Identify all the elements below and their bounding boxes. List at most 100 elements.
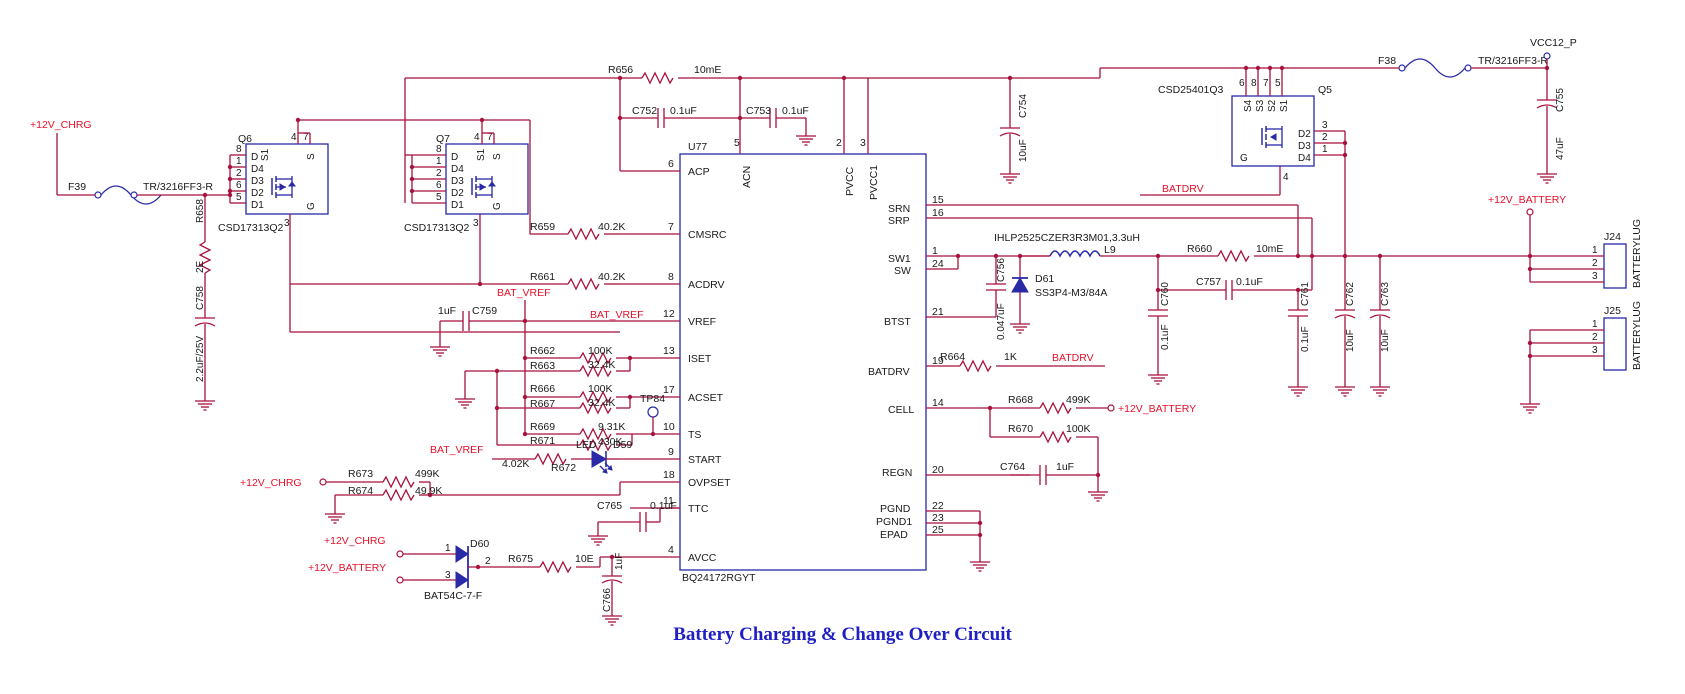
q6-pinnum-8: 8 xyxy=(236,144,242,155)
pin-acn: ACN xyxy=(741,166,753,188)
pin-acp: ACP xyxy=(688,166,710,178)
net-v12-battery-1: +12V_BATTERY xyxy=(308,562,386,574)
q7-ref: Q7 xyxy=(436,133,450,145)
r669-ref: R669 xyxy=(530,421,555,433)
start-led: BAT_VREF 4.02K R672 LED D59 xyxy=(430,439,632,474)
r658-value: 2E xyxy=(195,260,206,273)
r671-value: 430K xyxy=(598,436,623,448)
q5-pin-s2: S2 xyxy=(1267,99,1278,112)
q6-pin-g: G xyxy=(306,202,317,210)
r669-value: 9.31K xyxy=(598,421,625,433)
r675-value: 10E xyxy=(575,553,594,565)
q5-pin-d4: D4 xyxy=(1298,153,1311,164)
j24-pin2: 2 xyxy=(1592,258,1598,269)
r671-ref: R671 xyxy=(530,435,555,447)
resistor-r675 xyxy=(539,560,572,574)
mosfet-q7: Q7 CSD17313Q2 D D4 D3 D2 D1 S1 S G 8 1 2… xyxy=(290,78,625,291)
resistor-r660 xyxy=(1217,249,1250,263)
c760-ref: C760 xyxy=(1160,282,1171,306)
r664-ref: R664 xyxy=(940,351,965,363)
c752-value: 0.1uF xyxy=(670,105,697,117)
diode-d60b xyxy=(455,571,469,589)
q6-pinnum-1: 1 xyxy=(236,156,242,167)
c757-value: 0.1uF xyxy=(1236,276,1263,288)
r659-value: 40.2K xyxy=(598,221,625,233)
pin-regn: REGN xyxy=(882,467,912,479)
net-bat-vref-3: BAT_VREF xyxy=(430,444,483,456)
avcc-network: +12V_CHRG +12V_BATTERY 1 3 2 D60 BAT54C-… xyxy=(308,535,625,626)
pin-pgnd1: PGND1 xyxy=(876,516,912,528)
j25-pin3: 3 xyxy=(1592,345,1598,356)
j25-name: BATTERYLUG xyxy=(1631,301,1643,370)
c766-value: 1uF xyxy=(614,553,625,570)
r675-ref: R675 xyxy=(508,553,533,565)
f38-part: TR/3216FF3-R xyxy=(1478,55,1548,67)
charger-input: +12V_CHRG F39 TR/3216FF3-R R658 2E C758 … xyxy=(30,119,230,411)
q5-pin-d2: D2 xyxy=(1298,129,1311,140)
c761-value: 0.1uF xyxy=(1300,326,1311,352)
c756-ref: C756 xyxy=(996,258,1007,282)
net-v12-battery-2: +12V_BATTERY xyxy=(1118,403,1196,415)
q7-pinnum-3: 3 xyxy=(473,218,479,229)
q7-pin-s: S xyxy=(492,153,503,160)
pin-num-6: 6 xyxy=(668,158,674,170)
c763-ref: C763 xyxy=(1380,282,1391,306)
pin-num-23: 23 xyxy=(932,512,944,524)
resistor-r658 xyxy=(198,241,212,274)
net-batdrv-1: BATDRV xyxy=(1162,183,1204,195)
resistor-r662 xyxy=(579,351,612,365)
resistor-r661 xyxy=(567,277,600,291)
right-control-network: R664 1K BATDRV R668 499K +12V_BATTERY R6… xyxy=(940,351,1196,502)
r666-ref: R666 xyxy=(530,383,555,395)
d61-part: SS3P4-M3/84A xyxy=(1035,287,1107,299)
q6-pinnum-6: 6 xyxy=(236,180,242,191)
q6-pinnum-4: 4 xyxy=(291,132,297,143)
r672-value: 4.02K xyxy=(502,458,529,470)
q5-pinnum-7: 7 xyxy=(1263,78,1269,89)
pin-btst: BTST xyxy=(884,316,911,328)
f39-part: TR/3216FF3-R xyxy=(143,181,213,193)
resistor-r659 xyxy=(567,227,600,241)
d60-pin1: 1 xyxy=(445,543,451,554)
tp84-ref: TP84 xyxy=(640,393,665,405)
battery-connectors: +12V_BATTERY J24 BATTERYLUG 1 2 3 J25 BA… xyxy=(1488,194,1643,414)
pin-num-22: 22 xyxy=(932,500,944,512)
c763-value: 10uF xyxy=(1380,329,1391,352)
r659-ref: R659 xyxy=(530,221,555,233)
pin-cmsrc: CMSRC xyxy=(688,229,727,241)
q6-pin-d4: D4 xyxy=(251,164,264,175)
q5-pin-g: G xyxy=(1240,153,1248,164)
d59-ref: D59 xyxy=(613,439,632,451)
pin-acset: ACSET xyxy=(688,392,724,404)
r660-value: 10mE xyxy=(1256,243,1283,255)
resistor-r671 xyxy=(579,438,612,452)
q7-pin-d2: D2 xyxy=(451,188,464,199)
resistor-r669 xyxy=(579,427,612,441)
q6-pin-d: D xyxy=(251,152,258,163)
pin-num-4: 4 xyxy=(668,544,674,556)
c755-ref: C755 xyxy=(1555,88,1566,112)
q5-pinnum-4: 4 xyxy=(1283,172,1289,183)
pin-num-16: 16 xyxy=(932,207,944,219)
r661-ref: R661 xyxy=(530,271,555,283)
net-v12-chrg-1: +12V_CHRG xyxy=(30,119,92,131)
j24-ref: J24 xyxy=(1604,231,1621,243)
r662-ref: R662 xyxy=(530,345,555,357)
net-v12-chrg-3: +12V_CHRG xyxy=(324,535,386,547)
q5-pinnum-5: 5 xyxy=(1275,78,1281,89)
c762-value: 10uF xyxy=(1345,329,1356,352)
r666-value: 100K xyxy=(588,383,613,395)
r672-ref: R672 xyxy=(551,462,576,474)
q7-pin-d3: D3 xyxy=(451,176,464,187)
q5-ref: Q5 xyxy=(1318,84,1332,96)
switching-stage: C756 0.047uF D61 SS3P4-M3/84A IHLP2525CZ… xyxy=(955,205,1565,397)
pin-ttc: TTC xyxy=(688,503,709,515)
pin-epad: EPAD xyxy=(880,529,908,541)
pin-num-9: 9 xyxy=(668,446,674,458)
pin-num-13: 13 xyxy=(663,345,675,357)
q5-part: CSD25401Q3 xyxy=(1158,84,1224,96)
resistor-r672 xyxy=(534,452,567,466)
c764-value: 1uF xyxy=(1056,461,1074,473)
pin-num-21: 21 xyxy=(932,306,944,318)
